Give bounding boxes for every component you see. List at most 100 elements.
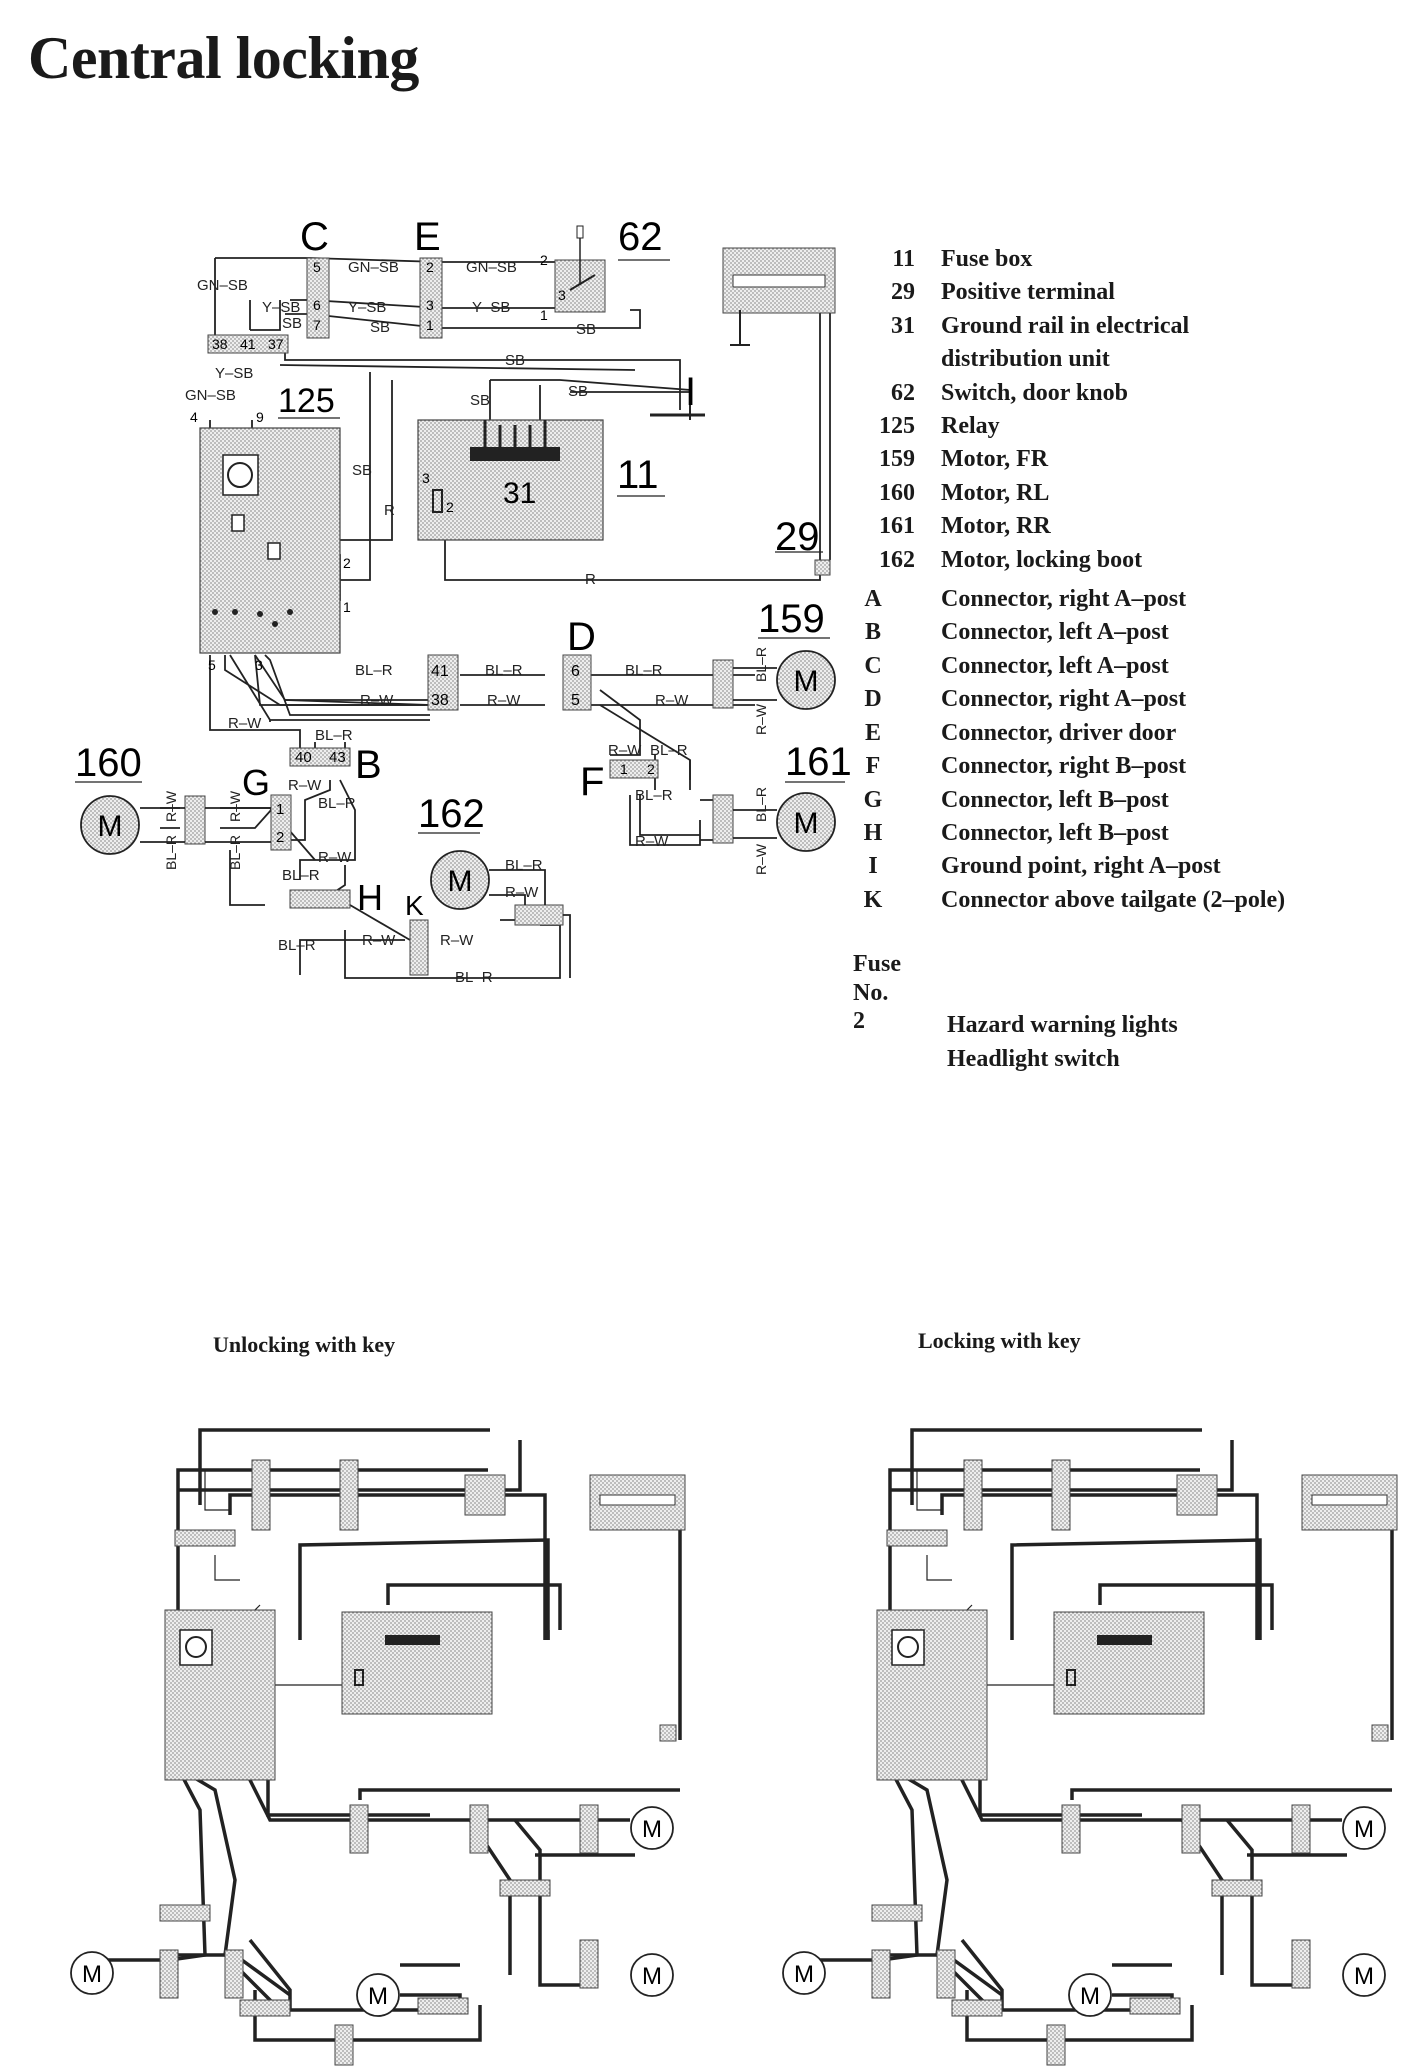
pin-label: 2	[426, 259, 434, 275]
connector-k-label: K	[405, 890, 424, 921]
legend-key: E	[864, 719, 881, 746]
pin-label: 2	[540, 252, 548, 268]
label-159: 159	[758, 597, 825, 641]
wire-label: BL–R	[278, 937, 316, 954]
wire-label: R–W	[163, 790, 179, 822]
wire-label: BL–R	[315, 727, 353, 744]
connector-d-label: D	[567, 615, 596, 659]
pin-label: 43	[329, 749, 346, 766]
wire-label: R–W	[608, 742, 642, 759]
wire-label: BL–R	[282, 867, 320, 884]
mini-motor-symbol: M	[1080, 1983, 1100, 2010]
pin-label: 37	[268, 336, 284, 352]
connector-f-label: F	[580, 760, 604, 804]
legend-key: C	[864, 652, 882, 679]
mini-motor-symbol: M	[642, 1816, 662, 1843]
label-125: 125	[278, 382, 335, 420]
wire-label: R–W	[753, 703, 769, 735]
legend-row: B Connector, left A–post	[850, 616, 1285, 649]
wire-label: BL–R	[318, 795, 356, 812]
legend-description: Connector, left B–post	[941, 786, 1169, 813]
wire-label: GN–SB	[348, 259, 399, 276]
legend-row: 11 Fuse box	[850, 243, 1285, 276]
pin-label: 5	[313, 259, 321, 275]
legend-key: I	[868, 853, 878, 880]
legend-key: 11	[892, 246, 915, 272]
legend-description: Motor, locking boot	[941, 546, 1143, 573]
legend-key: 125	[879, 413, 915, 440]
wire-label: SB	[352, 462, 372, 479]
legend-key: 162	[879, 546, 915, 573]
wire-label: BL–R	[505, 857, 543, 874]
page-title: Central locking	[28, 25, 419, 91]
legend-description: Ground point, right A–post	[941, 853, 1221, 880]
legend-key: 161	[879, 513, 915, 540]
legend-row: D Connector, right A–post	[850, 683, 1285, 716]
pin-label: 7	[313, 317, 321, 333]
wire-label: BL–R	[455, 969, 493, 986]
fuse-desc-line: Headlight switch	[947, 1046, 1120, 1072]
label-160: 160	[75, 741, 142, 785]
wire-label: GN–SB	[466, 259, 517, 276]
unlocking-caption: Unlocking with key	[213, 1332, 396, 1357]
connector-g-label: G	[242, 762, 270, 803]
mini-motor-symbol: M	[1354, 1816, 1374, 1843]
label-162: 162	[418, 792, 485, 836]
wire-label: R–W	[505, 884, 539, 901]
legend-row: I Ground point, right A–post	[850, 850, 1285, 883]
pin-label: 1	[276, 801, 284, 818]
legend-key: D	[864, 686, 882, 713]
legend-description: Connector, driver door	[941, 719, 1177, 746]
wire-label: Y–SB	[348, 299, 386, 316]
connector-h-label: H	[357, 877, 383, 918]
legend-description: Connector, left A–post	[941, 619, 1169, 646]
legend-description: Fuse box	[941, 246, 1033, 272]
fuse-heading: Fuse	[853, 951, 901, 977]
legend-key: H	[863, 819, 883, 846]
legend-description: Connector, right A–post	[941, 686, 1187, 713]
legend-description: Switch, door knob	[941, 379, 1128, 406]
legend-row: distribution unit	[850, 343, 1285, 376]
legend-key: F	[865, 753, 881, 780]
legend-key: K	[863, 886, 883, 913]
legend-row: 162 Motor, locking boot	[850, 544, 1285, 577]
legend-key: G	[863, 786, 883, 813]
mini-motor-symbol: M	[642, 1963, 662, 1990]
legend-description: Positive terminal	[941, 279, 1115, 306]
pin-label: 1	[620, 761, 628, 777]
pin-label: 38	[431, 692, 449, 709]
wire-label: R–W	[362, 932, 396, 949]
legend-key: B	[864, 619, 881, 646]
wire-label: SB	[282, 315, 302, 332]
legend-description: Connector, right A–post	[941, 586, 1187, 613]
pin-label: 3	[558, 287, 566, 303]
motor-boot-symbol: M	[448, 865, 473, 898]
wire-label: R–W	[318, 849, 352, 866]
wire-label: BL–R	[753, 647, 769, 682]
fuse-heading-no: No.	[853, 980, 889, 1006]
legend-description: Motor, FR	[941, 446, 1049, 473]
pin-label: 2	[343, 555, 351, 571]
wire-label: BL–R	[650, 742, 688, 759]
wire-label: GN–SB	[197, 277, 248, 294]
motor-rr-symbol: M	[794, 807, 819, 840]
motor-fr-symbol: M	[794, 665, 819, 698]
wire-label: R	[585, 571, 596, 588]
legend-description: Connector, right B–post	[941, 753, 1187, 780]
wire-label: R–W	[440, 932, 474, 949]
pin-label: 6	[571, 663, 580, 680]
wire-label: R–W	[655, 692, 689, 709]
pin-label: 6	[313, 297, 321, 313]
mini-motor-symbol: M	[1354, 1963, 1374, 1990]
wire-label: BL–R	[355, 662, 393, 679]
wire-label: GN–SB	[185, 387, 236, 404]
legend-key	[850, 343, 941, 376]
